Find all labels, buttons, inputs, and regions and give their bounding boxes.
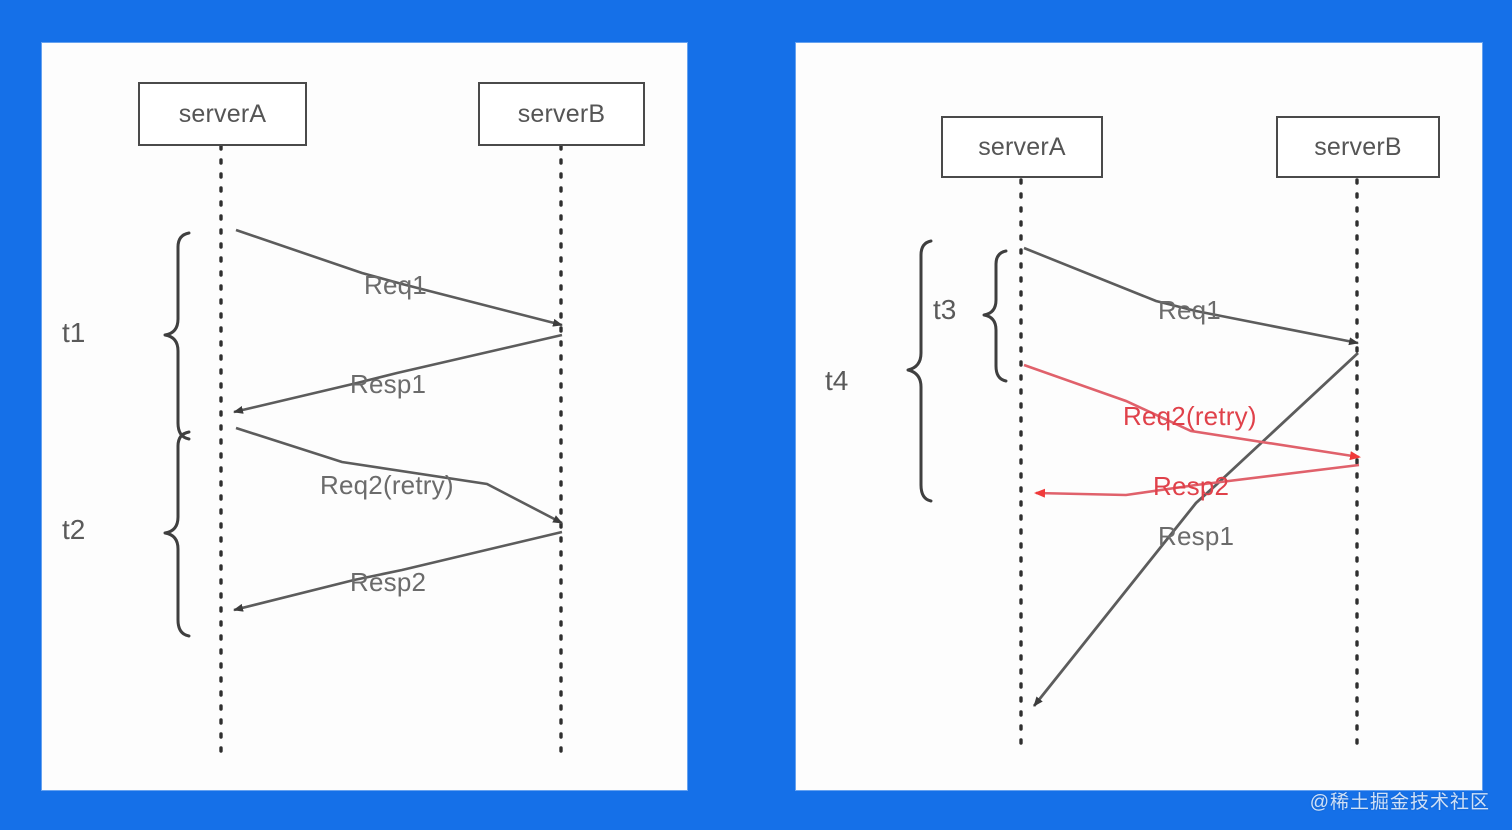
message-arrow-req2	[235, 426, 563, 525]
message-arrow-req2-retry	[1023, 363, 1361, 461]
label-req1-left: Req1	[364, 270, 427, 300]
brace-label-t4: t4	[825, 365, 849, 396]
brace-label-t3: t3	[933, 294, 957, 325]
message-arrow-resp2	[233, 530, 563, 612]
node-serverB-right-label: serverB	[1314, 132, 1402, 161]
label-resp2-left: Resp2	[350, 567, 427, 597]
brace-t4	[906, 239, 933, 503]
node-serverB-left-label: serverB	[517, 99, 606, 128]
node-serverA-left: serverA	[138, 82, 307, 146]
brace-t3	[982, 249, 1008, 383]
brace-label-t1: t1	[62, 317, 86, 348]
label-resp2-right: Resp2	[1153, 471, 1230, 501]
label-resp1-left: Resp1	[350, 369, 427, 399]
message-arrow-req1	[1023, 246, 1359, 346]
left-diagram-panel: serverA serverB Req1 Resp1 Req2(retry) R…	[42, 43, 687, 790]
node-serverA-right-label: serverA	[978, 132, 1066, 161]
label-req1-right: Req1	[1158, 295, 1221, 325]
node-serverB-left: serverB	[478, 82, 645, 146]
brace-t2	[163, 430, 191, 638]
left-panel-drawing	[163, 144, 563, 760]
watermark: @稀土掘金技术社区	[1309, 792, 1490, 813]
message-arrow-resp2	[1034, 463, 1360, 498]
message-arrow-req1	[235, 228, 563, 327]
label-resp1-right: Resp1	[1158, 521, 1235, 551]
right-diagram-panel: serverA serverB Req1 Req2(retry) Resp2 R…	[796, 43, 1482, 790]
message-arrow-resp1	[1032, 351, 1359, 707]
brace-label-t2: t2	[62, 514, 86, 545]
label-req2-left: Req2(retry)	[320, 470, 454, 500]
right-panel-drawing	[906, 178, 1361, 747]
label-req2-retry-right: Req2(retry)	[1123, 401, 1257, 431]
brace-t1	[163, 231, 191, 441]
node-serverA-left-label: serverA	[178, 99, 267, 128]
node-serverA-right: serverA	[941, 116, 1103, 178]
node-serverB-right: serverB	[1276, 116, 1440, 178]
message-arrow-resp1	[233, 333, 563, 414]
